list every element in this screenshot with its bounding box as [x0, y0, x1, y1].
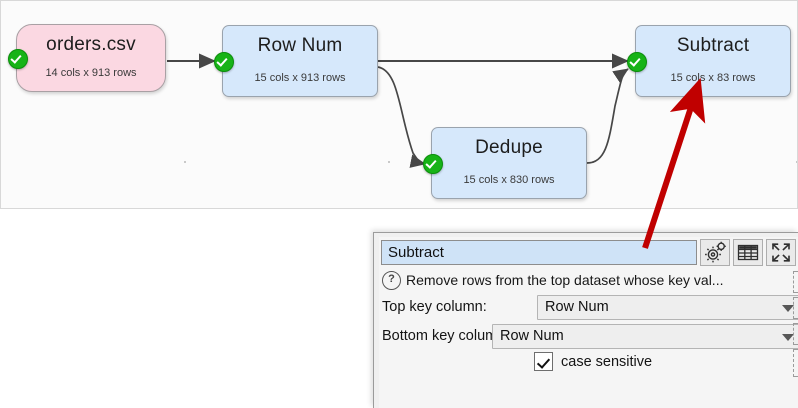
edge-stub — [793, 271, 798, 293]
properties-panel: Subtract — [373, 232, 798, 408]
check-circle-icon — [214, 52, 234, 72]
canvas-edges — [167, 53, 629, 168]
edge-rownum-to-dedupe — [377, 66, 426, 168]
node-subtitle: 14 cols x 913 rows — [45, 67, 137, 79]
node-subtitle: 15 cols x 830 rows — [463, 174, 555, 186]
edge-stub — [793, 297, 798, 319]
node-title: Row Num — [257, 35, 343, 56]
bottom-key-column-dropdown[interactable]: Row Num — [492, 323, 798, 349]
node-subtract[interactable]: Subtract 15 cols x 83 rows — [627, 25, 791, 97]
case-sensitive-row[interactable]: case sensitive — [534, 352, 652, 371]
edge-stub — [793, 349, 798, 377]
check-circle-icon — [627, 52, 647, 72]
check-circle-icon — [423, 154, 443, 174]
panel-description-text: Remove rows from the top dataset whose k… — [406, 272, 724, 288]
panel-title-row: Subtract — [381, 239, 798, 266]
settings-gear-icon[interactable] — [700, 239, 730, 266]
panel-right-edge-widgets — [793, 267, 798, 404]
chevron-down-icon — [782, 304, 794, 312]
properties-panel-body: Subtract — [379, 237, 798, 408]
top-key-column-label: Top key column: — [382, 299, 487, 315]
node-title: orders.csv — [46, 34, 136, 55]
node-orders-csv[interactable]: orders.csv 14 cols x 913 rows — [8, 24, 166, 92]
question-mark-icon[interactable]: ? — [382, 270, 401, 290]
chevron-down-icon — [782, 333, 794, 341]
node-subtitle: 15 cols x 83 rows — [670, 72, 756, 84]
field-row-bottom-key-column: Bottom key column: Row Num — [382, 323, 798, 349]
field-row-top-key-column: Top key column: Row Num — [382, 294, 798, 320]
node-row-num[interactable]: Row Num 15 cols x 913 rows — [214, 25, 378, 97]
case-sensitive-label: case sensitive — [561, 353, 653, 370]
case-sensitive-checkbox[interactable] — [534, 352, 553, 371]
top-key-column-value: Row Num — [545, 298, 609, 315]
node-subtitle: 15 cols x 913 rows — [254, 72, 346, 84]
top-key-column-dropdown[interactable]: Row Num — [537, 294, 798, 320]
node-dedupe[interactable]: Dedupe 15 cols x 830 rows — [423, 127, 587, 199]
panel-description-row: ? Remove rows from the top dataset whose… — [382, 269, 794, 291]
table-grid-icon[interactable] — [733, 239, 763, 266]
bottom-key-column-value: Row Num — [500, 327, 564, 344]
edge-stub — [793, 323, 798, 345]
flow-canvas[interactable]: orders.csv 14 cols x 913 rows Row Num 15… — [0, 0, 798, 209]
node-title: Dedupe — [475, 137, 543, 158]
bottom-key-column-label: Bottom key column: — [382, 328, 510, 344]
edge-dedupe-to-subtract — [586, 68, 629, 164]
check-circle-icon — [8, 49, 28, 69]
expand-arrows-icon[interactable] — [766, 239, 796, 266]
panel-title-field[interactable]: Subtract — [381, 240, 697, 265]
node-title: Subtract — [676, 35, 750, 56]
